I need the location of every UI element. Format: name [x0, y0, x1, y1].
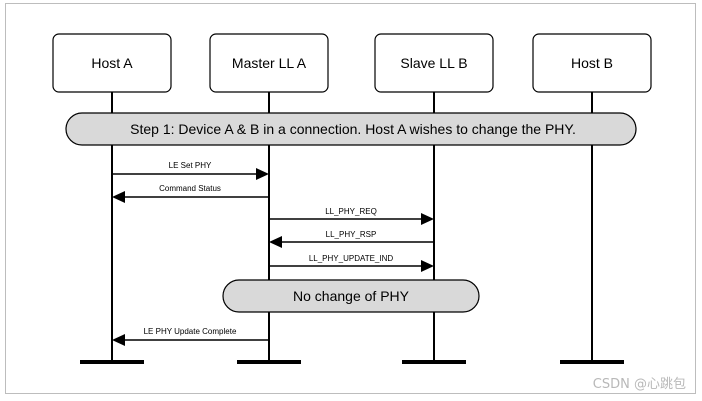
message-label: LL_PHY_RSP	[326, 230, 377, 239]
message-ll-phy-update-ind: LL_PHY_UPDATE_IND	[269, 254, 434, 272]
watermark: CSDN @心跳包	[593, 377, 686, 392]
step-note-text: Step 1: Device A & B in a connection. Ho…	[130, 121, 576, 137]
arrowhead-left-icon	[269, 236, 282, 248]
message-label: LL_PHY_REQ	[325, 207, 377, 216]
actor-slave-ll-b: Slave LL B	[374, 33, 494, 93]
message-le-set-phy: LE Set PHY	[112, 161, 269, 180]
message-label: LE Set PHY	[169, 161, 212, 170]
message-label: LE PHY Update Complete	[144, 327, 237, 336]
message-label: LL_PHY_UPDATE_IND	[309, 254, 394, 263]
message-command-status: Command Status	[112, 184, 269, 203]
actor-host-b-label: Host B	[571, 55, 613, 71]
actor-slave-ll-b-label: Slave LL B	[400, 55, 467, 71]
status-note-text: No change of PHY	[293, 288, 410, 304]
message-label: Command Status	[159, 184, 221, 193]
arrowhead-right-icon	[256, 168, 269, 180]
arrowhead-right-icon	[421, 260, 434, 272]
diagram-frame	[5, 3, 696, 394]
actor-host-a-label: Host A	[91, 55, 133, 71]
step-note-band: Step 1: Device A & B in a connection. Ho…	[65, 112, 637, 146]
actor-host-a: Host A	[52, 33, 172, 93]
arrowhead-left-icon	[112, 191, 125, 203]
arrowhead-left-icon	[112, 334, 125, 346]
status-note-band: No change of PHY	[222, 279, 480, 313]
actor-master-ll-a: Master LL A	[209, 33, 329, 93]
actor-host-b: Host B	[532, 33, 652, 93]
message-ll-phy-rsp: LL_PHY_RSP	[269, 230, 434, 248]
actor-master-ll-a-label: Master LL A	[232, 55, 307, 71]
message-ll-phy-req: LL_PHY_REQ	[269, 207, 434, 225]
message-le-phy-update-complete: LE PHY Update Complete	[112, 327, 269, 346]
arrowhead-right-icon	[421, 213, 434, 225]
